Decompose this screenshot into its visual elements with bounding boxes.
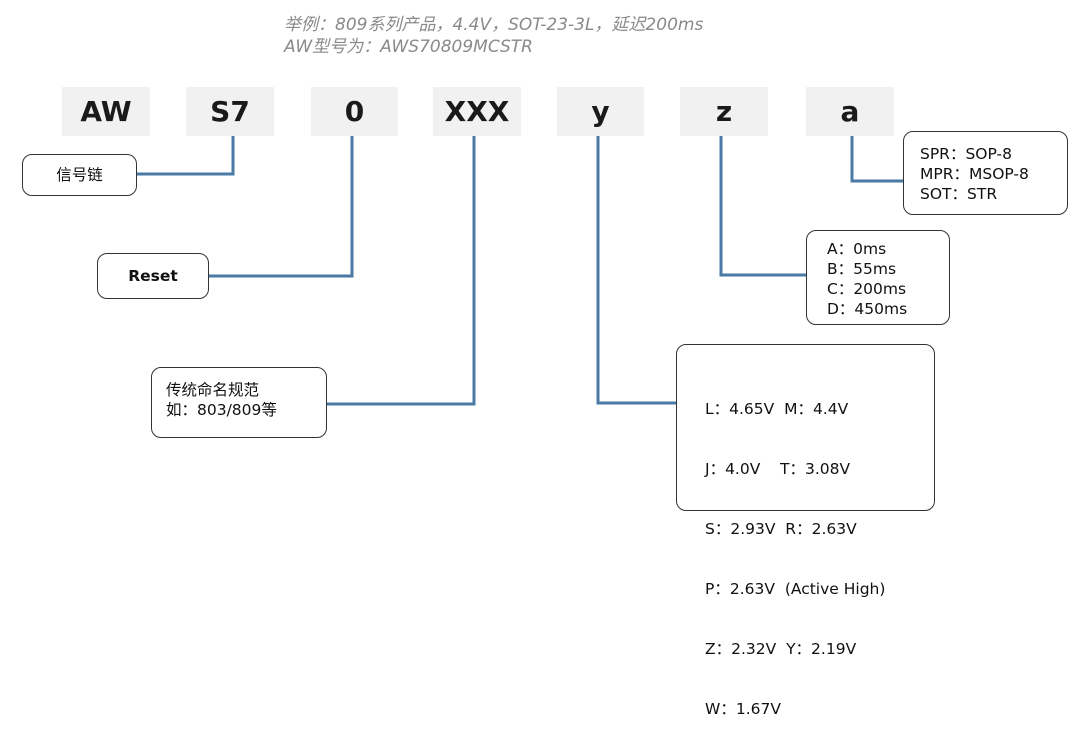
voltage-box: L：4.65V M：4.4V J：4.0V T：3.08V S：2.93V R：… bbox=[676, 344, 935, 718]
signal-chain-label: 信号链 bbox=[56, 166, 103, 184]
delay-line-3: C：200ms bbox=[827, 280, 907, 298]
voltage-line-3: S：2.93V R：2.63V bbox=[705, 520, 857, 538]
segment-y: y bbox=[557, 87, 644, 136]
delay-line-2: B：55ms bbox=[827, 260, 897, 278]
package-box: SPR：SOP-8 MPR：MSOP-8 SOT：STR bbox=[903, 131, 1068, 215]
voltage-line-2: J：4.0V T：3.08V bbox=[705, 460, 851, 478]
segment-s7: S7 bbox=[186, 87, 274, 136]
package-line-1: SPR：SOP-8 bbox=[920, 145, 1012, 163]
naming-line-2: 如：803/809等 bbox=[166, 401, 277, 419]
reset-label: Reset bbox=[128, 267, 178, 285]
voltage-line-4: P：2.63V (Active High) bbox=[705, 580, 886, 598]
connector-a bbox=[850, 136, 903, 183]
voltage-line-5: Z：2.32V Y：2.19V bbox=[705, 640, 857, 658]
segment-aw: AW bbox=[62, 87, 150, 136]
naming-line-1: 传统命名规范 bbox=[166, 381, 260, 399]
example-note: 举例：809系列产品，4.4V，SOT-23-3L，延迟200ms AW型号为：… bbox=[284, 14, 703, 58]
example-line-1: 举例：809系列产品，4.4V，SOT-23-3L，延迟200ms bbox=[284, 15, 704, 35]
connector-zero bbox=[209, 136, 354, 278]
segment-a: a bbox=[806, 87, 894, 136]
connector-s7 bbox=[137, 136, 235, 176]
connector-z bbox=[719, 136, 806, 277]
connector-y bbox=[596, 136, 676, 405]
signal-chain-box: 信号链 bbox=[22, 154, 137, 196]
delay-line-1: A：0ms bbox=[827, 240, 887, 258]
segment-z: z bbox=[680, 87, 768, 136]
naming-box: 传统命名规范 如：803/809等 bbox=[151, 367, 327, 438]
voltage-line-1: L：4.65V M：4.4V bbox=[705, 400, 849, 418]
voltage-line-6: W：1.67V bbox=[705, 700, 781, 718]
delay-line-4: D：450ms bbox=[827, 300, 908, 318]
connector-xxx bbox=[327, 136, 476, 406]
reset-box: Reset bbox=[97, 253, 209, 299]
package-line-3: SOT：STR bbox=[920, 185, 998, 203]
segment-xxx: XXX bbox=[433, 87, 521, 136]
delay-box: A：0ms B：55ms C：200ms D：450ms bbox=[806, 230, 950, 325]
package-line-2: MPR：MSOP-8 bbox=[920, 165, 1029, 183]
connector-lines bbox=[137, 136, 903, 406]
segment-zero: 0 bbox=[311, 87, 398, 136]
example-line-2: AW型号为：AWS70809MCSTR bbox=[284, 37, 533, 57]
